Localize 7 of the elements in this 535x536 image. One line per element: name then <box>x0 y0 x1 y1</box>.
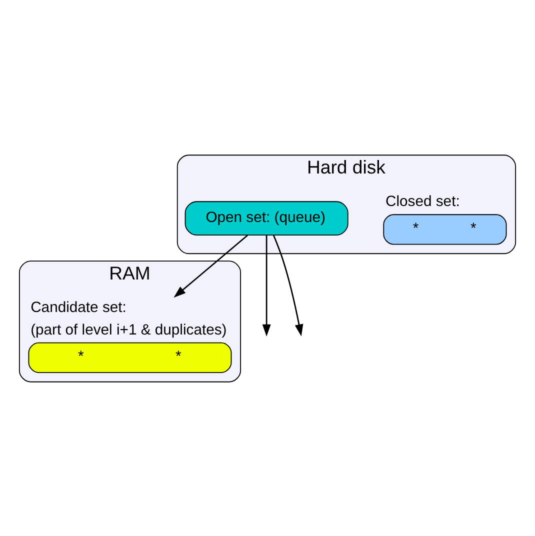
node-label: Closed set: <box>385 194 460 210</box>
node-box: Open set: (queue) <box>184 200 348 236</box>
arrow <box>262 234 271 336</box>
node-label: Candidate set: <box>30 299 126 316</box>
arrow <box>272 234 304 336</box>
arrow <box>174 234 248 298</box>
node-label: (part of level i+1 & duplicates) <box>30 322 227 338</box>
